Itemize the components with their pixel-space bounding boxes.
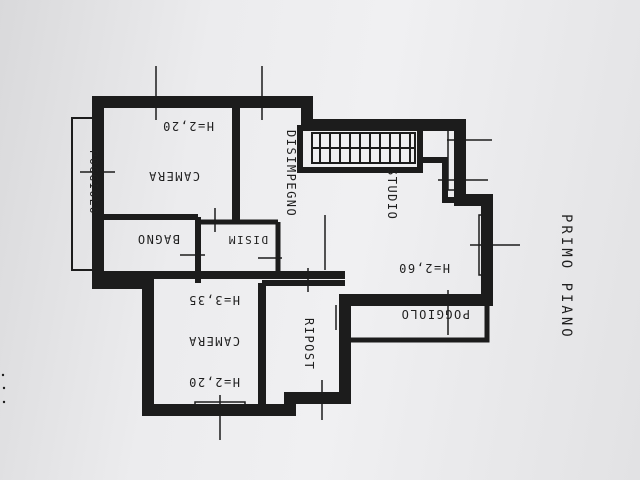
poggiolo-left-label: POGGIOLO — [87, 150, 100, 215]
camera-bottom-height-b: H=2,20 — [188, 375, 240, 389]
walls — [71, 96, 493, 416]
disim-label: DISIM — [227, 233, 268, 246]
camera-top-height: H=2,20 — [162, 119, 214, 133]
studio-label: STUDIO — [385, 168, 399, 220]
disimpegno-label: DISIMPEGNO — [284, 130, 298, 217]
camera-top-label: CAMERA — [148, 169, 200, 183]
camera-bottom-label: CAMERA — [188, 334, 240, 348]
ripost-label: RIPOST — [302, 318, 316, 370]
studio-height: H=2,60 — [398, 261, 450, 275]
bagno-label: BAGNO — [136, 232, 180, 246]
margin-marks — [1, 373, 6, 404]
camera-bottom-height-a: H=3,35 — [188, 293, 240, 307]
window-marks — [80, 66, 520, 440]
poggiolo-right-label: POGGIOLO — [400, 307, 470, 321]
room-labels: CAMERA H=2,20 POGGIOLO BAGNO DISIM DISIM… — [87, 119, 574, 389]
floor-label: PRIMO PIANO — [558, 214, 574, 340]
staircase — [311, 132, 416, 164]
